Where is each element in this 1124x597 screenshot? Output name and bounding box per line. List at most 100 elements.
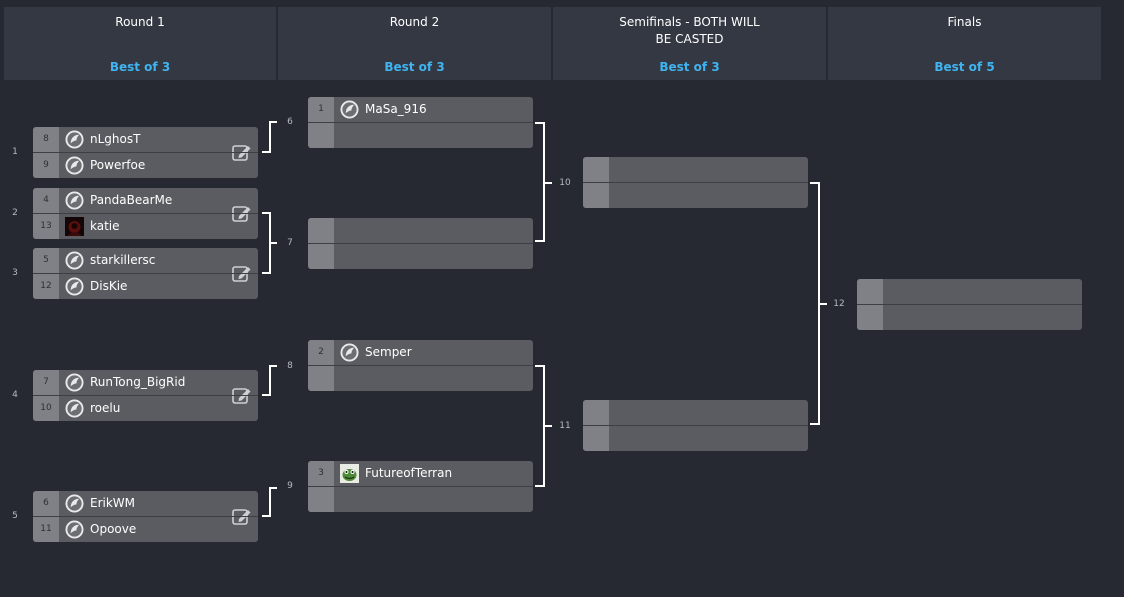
- match-slot-top[interactable]: [583, 400, 808, 425]
- match-number: 8: [287, 361, 293, 371]
- round-header-semifinals: Semifinals - BOTH WILL BE CASTED Best of…: [553, 7, 826, 80]
- round-title: Round 1: [115, 15, 165, 29]
- seed-number: [583, 157, 609, 182]
- match-slot-bottom[interactable]: [308, 123, 533, 148]
- match-7[interactable]: [308, 218, 533, 269]
- match-slot-bottom[interactable]: [308, 244, 533, 269]
- match-slot-top[interactable]: 7 RunTong_BigRid: [33, 370, 258, 395]
- seed-number: 9: [33, 153, 59, 178]
- match-8[interactable]: 2 Semper: [308, 340, 533, 391]
- seed-number: 12: [33, 274, 59, 299]
- match-3[interactable]: 5 starkillersc 12 DisKie: [33, 248, 258, 299]
- match-slot-bottom[interactable]: 9 Powerfoe: [33, 153, 258, 178]
- seed-number: [308, 123, 334, 148]
- match-slot-bottom[interactable]: [583, 183, 808, 208]
- player-name[interactable]: MaSa_916: [365, 102, 427, 116]
- player-name[interactable]: katie: [90, 219, 120, 233]
- round-best-of[interactable]: Best of 3: [109, 60, 171, 74]
- match-slot-top[interactable]: 5 starkillersc: [33, 248, 258, 273]
- player-name[interactable]: ErikWM: [90, 496, 136, 510]
- seed-number: [857, 279, 883, 304]
- race-icon: [65, 520, 84, 539]
- round-best-of[interactable]: Best of 3: [659, 60, 720, 74]
- connector-line: [262, 212, 271, 274]
- seed-number: 13: [33, 214, 59, 239]
- match-5[interactable]: 6 ErikWM 11 Opoove: [33, 491, 258, 542]
- seed-number: [583, 400, 609, 425]
- match-number: 2: [12, 208, 18, 218]
- seed-number: 5: [33, 248, 59, 273]
- player-name[interactable]: Powerfoe: [90, 158, 146, 172]
- match-number: 7: [287, 238, 293, 248]
- player-name[interactable]: nLghosT: [90, 132, 141, 146]
- match-11[interactable]: [583, 400, 808, 451]
- seed-number: 7: [33, 370, 59, 395]
- seed-number: 8: [33, 127, 59, 152]
- match-1[interactable]: 8 nLghosT 9 Powerfoe: [33, 127, 258, 178]
- match-2[interactable]: 4 PandaBearMe 13 katie: [33, 188, 258, 239]
- player-name[interactable]: starkillersc: [90, 253, 156, 267]
- seed-number: [308, 487, 334, 512]
- race-icon: [65, 277, 84, 296]
- player-name[interactable]: PandaBearMe: [90, 193, 173, 207]
- seed-number: 2: [308, 340, 334, 365]
- match-number: 1: [12, 147, 18, 157]
- seed-number: [583, 183, 609, 208]
- player-name[interactable]: RunTong_BigRid: [90, 375, 186, 389]
- match-slot-top[interactable]: 1 MaSa_916: [308, 97, 533, 122]
- edit-icon[interactable]: [232, 386, 252, 404]
- round-header-1: Round 1 Best of 3: [4, 7, 276, 80]
- seed-number: 1: [308, 97, 334, 122]
- match-slot-top[interactable]: [308, 218, 533, 243]
- match-9[interactable]: 3 FutureofTerran: [308, 461, 533, 512]
- round-best-of[interactable]: Best of 3: [384, 60, 445, 74]
- player-name[interactable]: DisKie: [90, 279, 128, 293]
- match-6[interactable]: 1 MaSa_916: [308, 97, 533, 148]
- round-best-of[interactable]: Best of 5: [934, 60, 995, 74]
- round-title: Round 2: [389, 15, 440, 29]
- connector-line: [262, 121, 277, 153]
- edit-icon[interactable]: [232, 507, 252, 525]
- seed-number: 6: [33, 491, 59, 516]
- edit-icon[interactable]: [232, 143, 252, 161]
- race-icon: [65, 494, 84, 513]
- match-number: 6: [287, 117, 293, 127]
- match-slot-bottom[interactable]: [857, 305, 1082, 330]
- race-icon: [65, 373, 84, 392]
- match-slot-top[interactable]: 4 PandaBearMe: [33, 188, 258, 213]
- match-slot-top[interactable]: [857, 279, 1082, 304]
- match-slot-top[interactable]: 8 nLghosT: [33, 127, 258, 152]
- match-slot-bottom[interactable]: 11 Opoove: [33, 517, 258, 542]
- match-slot-top[interactable]: 2 Semper: [308, 340, 533, 365]
- match-number: 9: [287, 481, 293, 491]
- seed-number: 11: [33, 517, 59, 542]
- match-slot-top[interactable]: 3 FutureofTerran: [308, 461, 533, 486]
- connector-line: [535, 122, 545, 242]
- edit-icon[interactable]: [232, 204, 252, 222]
- seed-number: [583, 426, 609, 451]
- match-slot-top[interactable]: [583, 157, 808, 182]
- race-icon: [65, 191, 84, 210]
- player-name[interactable]: Opoove: [90, 522, 137, 536]
- match-slot-top[interactable]: 6 ErikWM: [33, 491, 258, 516]
- match-slot-bottom[interactable]: [583, 426, 808, 451]
- match-4[interactable]: 7 RunTong_BigRid 10 roelu: [33, 370, 258, 421]
- match-slot-bottom[interactable]: 10 roelu: [33, 396, 258, 421]
- match-number: 10: [559, 178, 571, 188]
- player-name[interactable]: Semper: [365, 345, 412, 359]
- race-icon: [65, 399, 84, 418]
- match-slot-bottom[interactable]: [308, 487, 533, 512]
- match-number: 5: [12, 511, 18, 521]
- match-slot-bottom[interactable]: 13 katie: [33, 214, 258, 239]
- edit-icon[interactable]: [232, 264, 252, 282]
- seed-number: [308, 218, 334, 243]
- match-10[interactable]: [583, 157, 808, 208]
- player-name[interactable]: roelu: [90, 401, 121, 415]
- player-name[interactable]: FutureofTerran: [365, 466, 453, 480]
- round-title: Finals: [947, 15, 982, 29]
- seed-number: [308, 244, 334, 269]
- match-slot-bottom[interactable]: 12 DisKie: [33, 274, 258, 299]
- match-12[interactable]: [857, 279, 1082, 330]
- match-slot-bottom[interactable]: [308, 366, 533, 391]
- race-icon: [65, 251, 84, 270]
